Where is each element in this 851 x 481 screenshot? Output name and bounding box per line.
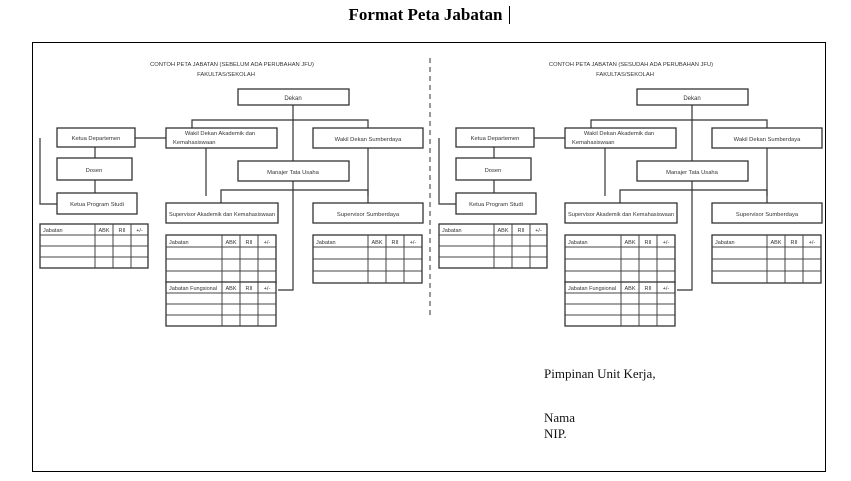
supervisor-akademik-box <box>564 202 678 224</box>
connector-dekan-wakil-akademik <box>191 105 294 128</box>
org-chart-before: CONTOH PETA JABATAN (SEBELUM ADA PERUBAH… <box>39 62 424 327</box>
connector-manajer-sup-sumberdaya <box>293 189 369 203</box>
akademik-position-header-cell: ABK <box>624 240 635 246</box>
supervisor-sumberdaya-box <box>711 202 823 224</box>
connector-manajer-sup-akademik <box>619 181 693 203</box>
manajer-label: Manajer Tata Usaha <box>267 170 320 176</box>
dekan-box <box>636 88 749 106</box>
akademik-position-header-cell: ABK <box>225 240 236 246</box>
sumberdaya-position-header-cell: Jabatan <box>715 240 735 246</box>
sumberdaya-position-header-cell: RII <box>391 240 399 246</box>
ketua-program-studi-label: Ketua Program Studi <box>469 202 523 208</box>
prodi-position-header-cell: +/- <box>535 228 542 234</box>
prodi-position-header-cell: Jabatan <box>442 228 462 234</box>
fungsional-position-header-cell: ABK <box>225 286 236 292</box>
sumberdaya-position-header-cell: RII <box>790 240 798 246</box>
dosen-box <box>455 157 532 181</box>
connector-ketua-prodi <box>39 138 57 205</box>
wakil-dekan-akademik-box <box>564 127 677 149</box>
prodi-position-header-cell: +/- <box>136 228 143 234</box>
ketua-departemen-label: Ketua Departemen <box>72 136 121 142</box>
supervisor-akademik-label: Supervisor Akademik dan Kemahasiswaan <box>568 212 674 218</box>
ketua-program-studi-box <box>56 192 138 215</box>
wakil-dekan-sumberdaya-label: Wakil Dekan Sumberdaya <box>335 137 403 143</box>
connector-dekan-wakil-sumberdaya <box>692 119 768 128</box>
dekan-label: Dekan <box>683 96 700 102</box>
connector-dekan-wakil-akademik <box>590 105 693 128</box>
prodi-position-header-cell: RII <box>517 228 525 234</box>
signature-nip-label: NIP. <box>544 426 567 441</box>
dosen-box <box>56 157 133 181</box>
prodi-position-header-cell: ABK <box>98 228 109 234</box>
dekan-box <box>237 88 350 106</box>
fungsional-position-header-cell: RII <box>245 286 253 292</box>
connector-dekan-wakil-sumberdaya <box>293 119 369 128</box>
dosen-label: Dosen <box>485 168 502 174</box>
akademik-position-header-cell: RII <box>245 240 253 246</box>
ketua-departemen-box <box>56 127 136 148</box>
scanned-page-frame <box>32 42 826 472</box>
akademik-position-header-cell: RII <box>644 240 652 246</box>
document-title: Format Peta Jabatan <box>348 5 503 24</box>
ketua-program-studi-box <box>455 192 537 215</box>
sumberdaya-position-header-cell: +/- <box>410 240 417 246</box>
signature-position: Pimpinan Unit Kerja, <box>544 366 656 381</box>
supervisor-sumberdaya-label: Supervisor Sumberdaya <box>736 212 799 218</box>
ketua-departemen-box <box>455 127 535 148</box>
prodi-position-header-cell: Jabatan <box>43 228 63 234</box>
connector-manajer-sup-sumberdaya <box>692 189 768 203</box>
dekan-label: Dekan <box>284 96 301 102</box>
prodi-position-header-cell: RII <box>118 228 126 234</box>
ketua-departemen-label: Ketua Departemen <box>471 136 520 142</box>
connector-manajer-fungsional <box>278 190 294 291</box>
wakil-dekan-sumberdaya-label: Wakil Dekan Sumberdaya <box>734 137 802 143</box>
connector-manajer-sup-akademik <box>220 181 294 203</box>
wakil-dekan-akademik-box <box>165 127 278 149</box>
sumberdaya-position-header-cell: ABK <box>371 240 382 246</box>
sumberdaya-position-header-cell: +/- <box>809 240 816 246</box>
manajer-label: Manajer Tata Usaha <box>666 170 719 176</box>
manajer-tata-usaha-box <box>237 160 350 182</box>
org-chart-after: CONTOH PETA JABATAN (SESUDAH ADA PERUBAH… <box>438 62 823 327</box>
wakil-dekan-akademik-label: Kemahasiswaan <box>572 140 615 146</box>
supervisor-sumberdaya-box <box>312 202 424 224</box>
sumberdaya-position-header-cell: Jabatan <box>316 240 336 246</box>
wakil-dekan-akademik-label: Kemahasiswaan <box>173 140 216 146</box>
chart-subheading: FAKULTAS/SEKOLAH <box>596 72 654 78</box>
fungsional-position-header-cell: Jabatan Fungsional <box>169 286 217 292</box>
text-cursor <box>509 6 510 24</box>
chart-heading: CONTOH PETA JABATAN (SEBELUM ADA PERUBAH… <box>150 62 314 68</box>
supervisor-akademik-label: Supervisor Akademik dan Kemahasiswaan <box>169 212 275 218</box>
fungsional-position-header-cell: ABK <box>624 286 635 292</box>
chart-subheading: FAKULTAS/SEKOLAH <box>197 72 255 78</box>
akademik-position-header-cell: +/- <box>663 240 670 246</box>
wakil-dekan-akademik-label: Wakil Dekan Akademik dan <box>584 131 654 137</box>
connector-ketua-prodi <box>438 138 456 205</box>
signature-name-label: Nama <box>544 410 576 425</box>
prodi-position-header-cell: ABK <box>497 228 508 234</box>
fungsional-position-header-cell: RII <box>644 286 652 292</box>
ketua-program-studi-label: Ketua Program Studi <box>70 202 124 208</box>
akademik-position-header-cell: Jabatan <box>169 240 189 246</box>
sumberdaya-position-header-cell: ABK <box>770 240 781 246</box>
manajer-tata-usaha-box <box>636 160 749 182</box>
fungsional-position-header-cell: +/- <box>663 286 670 292</box>
akademik-position-header-cell: +/- <box>264 240 271 246</box>
wakil-dekan-sumberdaya-box <box>312 127 424 149</box>
dosen-label: Dosen <box>86 168 103 174</box>
fungsional-position-header-cell: +/- <box>264 286 271 292</box>
connector-manajer-fungsional <box>677 190 693 291</box>
chart-heading: CONTOH PETA JABATAN (SESUDAH ADA PERUBAH… <box>549 62 713 68</box>
wakil-dekan-akademik-label: Wakil Dekan Akademik dan <box>185 131 255 137</box>
akademik-position-header-cell: Jabatan <box>568 240 588 246</box>
supervisor-sumberdaya-label: Supervisor Sumberdaya <box>337 212 400 218</box>
supervisor-akademik-box <box>165 202 279 224</box>
wakil-dekan-sumberdaya-box <box>711 127 823 149</box>
fungsional-position-header-cell: Jabatan Fungsional <box>568 286 616 292</box>
